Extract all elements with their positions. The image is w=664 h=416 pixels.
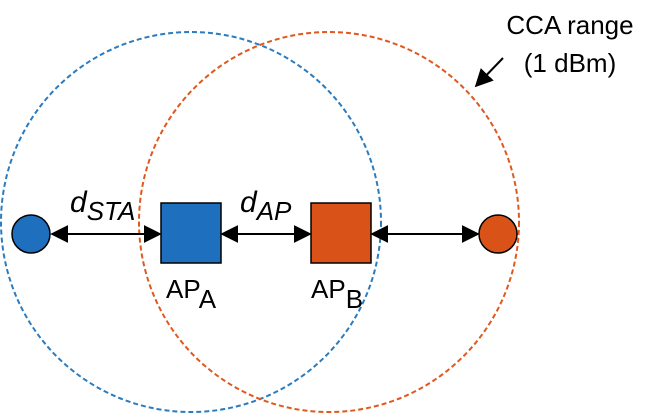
ap-b-base: AP <box>311 274 346 304</box>
ap-b-node <box>310 202 372 264</box>
d-sta-sub: STA <box>87 196 136 226</box>
ap-a-sub: A <box>199 284 217 314</box>
ap-a-label: APA <box>166 274 217 314</box>
d-ap-label: dAP <box>240 186 292 226</box>
d-sta-label: dSTA <box>70 186 135 226</box>
cca-range-label-line2: (1 dBm) <box>524 48 616 78</box>
cca-range-circle-a <box>0 31 382 413</box>
sta-b-node <box>478 214 518 254</box>
d-ap-base: d <box>240 186 258 219</box>
ap-a-base: AP <box>166 274 199 304</box>
cca-range-pointer-arrow <box>474 57 504 88</box>
ap-a-node <box>160 202 222 264</box>
d-ap-sub: AP <box>255 196 292 226</box>
d-sta-base: d <box>70 186 88 219</box>
sta-a-node <box>11 214 51 254</box>
ap-b-sub: B <box>346 284 363 314</box>
cca-range-circle-b <box>138 31 520 413</box>
cca-range-label-line1: CCA range <box>506 10 633 40</box>
ap-b-label: APB <box>311 274 363 314</box>
